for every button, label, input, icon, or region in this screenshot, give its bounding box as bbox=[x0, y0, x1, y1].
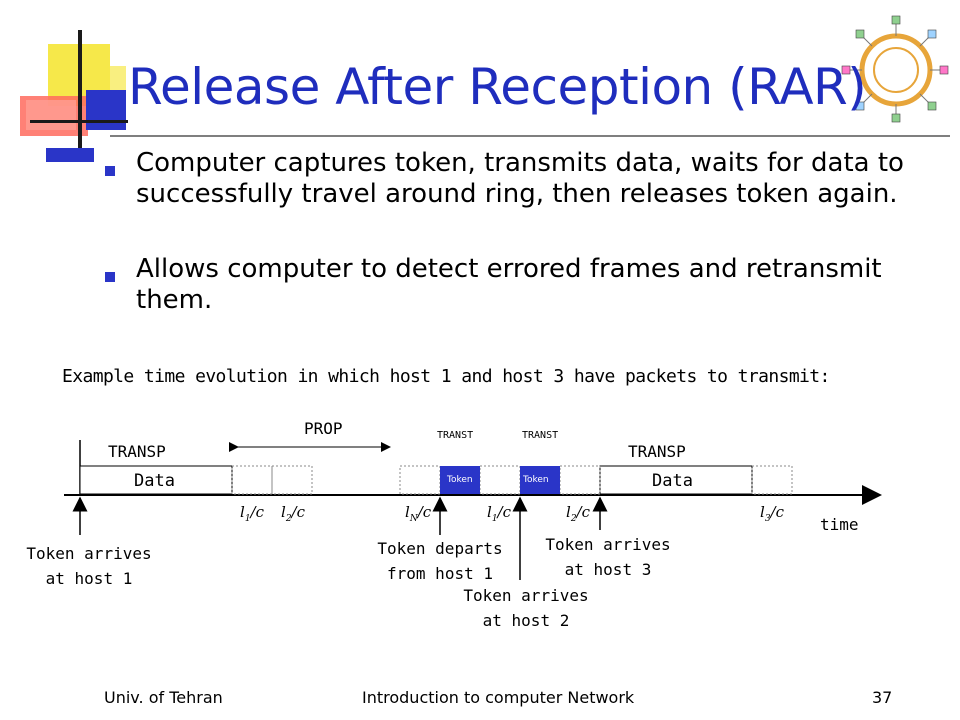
footer-institution: Univ. of Tehran bbox=[104, 688, 223, 707]
bullet-marker bbox=[105, 272, 115, 282]
transp-label-1: TRANSP bbox=[108, 442, 166, 461]
data-label-1: Data bbox=[134, 471, 175, 491]
time-axis-label: time bbox=[820, 515, 859, 534]
transp-label-2: TRANSP bbox=[628, 442, 686, 461]
prop-label: PROP bbox=[304, 419, 343, 438]
transt-label-1: TRANST bbox=[437, 430, 474, 441]
corner-decoration bbox=[20, 30, 128, 162]
token-box-1 bbox=[440, 466, 480, 494]
bullet-2: Allows computer to detect errored frames… bbox=[136, 254, 882, 315]
ring-network-icon bbox=[841, 15, 949, 123]
slide-title: Release After Reception (RAR) bbox=[128, 58, 867, 116]
delay-box bbox=[399, 465, 441, 495]
delay-box bbox=[479, 465, 521, 495]
delay-box bbox=[751, 465, 793, 495]
delay-label: lN/c bbox=[405, 503, 432, 524]
footer-course: Introduction to computer Network bbox=[362, 688, 635, 707]
delay-label: l2/c bbox=[566, 503, 591, 524]
delay-label: l3/c bbox=[760, 503, 785, 524]
delay-box bbox=[271, 465, 313, 495]
token-label-2: Token bbox=[523, 475, 549, 485]
delay-label: l2/c bbox=[281, 503, 306, 524]
transt-label-2: TRANST bbox=[522, 430, 559, 441]
data-frame-1 bbox=[79, 465, 233, 495]
delay-label: l1/c bbox=[487, 503, 512, 524]
delay-label: l1/c bbox=[240, 503, 265, 524]
footer-page-number: 37 bbox=[872, 688, 893, 707]
data-label-2: Data bbox=[652, 471, 693, 491]
title-underline bbox=[110, 135, 950, 137]
diagram-caption: Example time evolution in which host 1 a… bbox=[62, 366, 830, 387]
bullet-1: Computer captures token, transmits data,… bbox=[136, 148, 904, 209]
token-label-1: Token bbox=[447, 475, 473, 485]
delay-box bbox=[231, 465, 273, 495]
delay-box bbox=[559, 465, 601, 495]
bullet-marker bbox=[105, 166, 115, 176]
token-box-2 bbox=[520, 466, 560, 494]
